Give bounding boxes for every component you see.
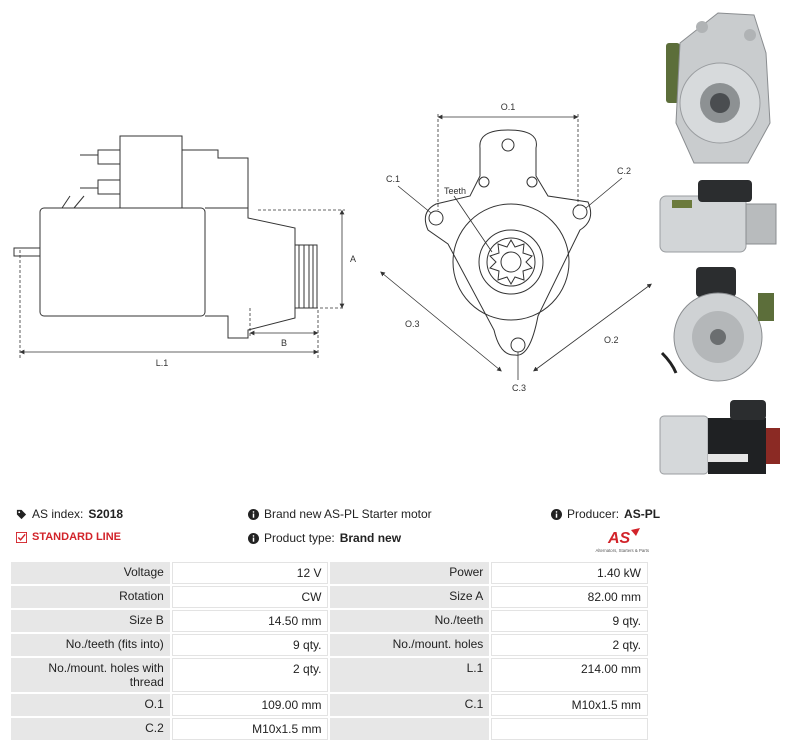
info-icon xyxy=(248,532,259,544)
info-icon xyxy=(551,508,562,520)
label-l1: L.1 xyxy=(156,358,169,368)
label-a: A xyxy=(350,254,356,264)
spec-label: No./teeth (fits into) xyxy=(11,634,170,656)
product-photo-front[interactable] xyxy=(658,3,784,175)
spec-label: Size B xyxy=(11,610,170,632)
label-o2: O.2 xyxy=(604,335,619,345)
spec-value: 9 qty. xyxy=(171,634,329,656)
spec-value: 2 qty. xyxy=(171,658,329,692)
spec-label: L.1 xyxy=(330,658,490,692)
spec-label: Power xyxy=(330,562,490,584)
spec-label: Size A xyxy=(330,586,490,608)
product-photo-rear[interactable] xyxy=(658,263,784,387)
side-view-drawing xyxy=(13,135,318,339)
spec-value: 109.00 mm xyxy=(171,694,329,716)
label-o1: O.1 xyxy=(501,102,516,112)
product-type: Product type: Brand new xyxy=(248,531,401,545)
as-index-label: AS index: xyxy=(32,507,84,521)
label-c3: C.3 xyxy=(512,383,526,393)
standard-line-text: STANDARD LINE xyxy=(32,531,122,543)
spec-row: No./teeth (fits into)9 qty.No./mount. ho… xyxy=(11,634,648,656)
spec-value xyxy=(491,718,648,740)
spec-label: C.2 xyxy=(11,718,170,740)
spec-value: 12 V xyxy=(171,562,329,584)
producer-value: AS-PL xyxy=(624,507,661,521)
label-teeth: Teeth xyxy=(444,186,466,196)
spec-value: 1.40 kW xyxy=(491,562,648,584)
as-index-value: S2018 xyxy=(88,507,124,521)
product-type-value: Brand new xyxy=(339,531,402,545)
label-c1: C.1 xyxy=(386,174,400,184)
spec-value: 9 qty. xyxy=(491,610,648,632)
description-text: Brand new AS-PL Starter motor xyxy=(264,507,432,521)
product-info: AS index: S2018 STANDARD LINE Brand new … xyxy=(0,500,800,558)
spec-label: Voltage xyxy=(11,562,170,584)
product-type-label: Product type: xyxy=(264,531,335,545)
spec-value: 214.00 mm xyxy=(491,658,648,692)
logo-text: AS xyxy=(607,530,631,547)
producer-label: Producer: xyxy=(567,507,620,521)
spec-label: No./mount. holes xyxy=(330,634,490,656)
label-b: B xyxy=(281,338,287,348)
label-c2: C.2 xyxy=(617,166,631,176)
producer: Producer: AS-PL xyxy=(551,507,660,521)
product-photo-side-top[interactable] xyxy=(658,178,784,256)
spec-label: No./teeth xyxy=(330,610,490,632)
spec-label xyxy=(330,718,490,740)
info-icon xyxy=(248,508,259,520)
spec-label: No./mount. holes with thread xyxy=(11,658,170,692)
description: Brand new AS-PL Starter motor xyxy=(248,507,432,521)
label-o3: O.3 xyxy=(405,319,420,329)
as-pl-logo: AS Alternators, Starters & Parts xyxy=(596,528,650,553)
logo-tagline: Alternators, Starters & Parts xyxy=(596,548,650,553)
spec-value: 2 qty. xyxy=(491,634,648,656)
spec-value: 14.50 mm xyxy=(171,610,329,632)
front-view-dimensions xyxy=(380,114,652,380)
tag-icon xyxy=(16,509,27,519)
product-photo-side-bottom[interactable] xyxy=(658,394,784,484)
technical-drawings: L.1 B A O.1 C.1 C.2 Teeth O.3 O.2 C.3 xyxy=(13,102,652,393)
spec-value: 82.00 mm xyxy=(491,586,648,608)
side-view-dimensions xyxy=(19,209,345,358)
as-index: AS index: S2018 xyxy=(16,507,123,521)
checkbox-icon xyxy=(16,531,27,543)
spec-label: Rotation xyxy=(11,586,170,608)
spec-label: O.1 xyxy=(11,694,170,716)
spec-label: C.1 xyxy=(330,694,490,716)
spec-value: CW xyxy=(171,586,329,608)
standard-line-badge: STANDARD LINE xyxy=(16,531,121,543)
front-view-drawing xyxy=(424,129,592,356)
spec-value: M10x1.5 mm xyxy=(171,718,329,740)
spec-value: M10x1.5 mm xyxy=(491,694,648,716)
